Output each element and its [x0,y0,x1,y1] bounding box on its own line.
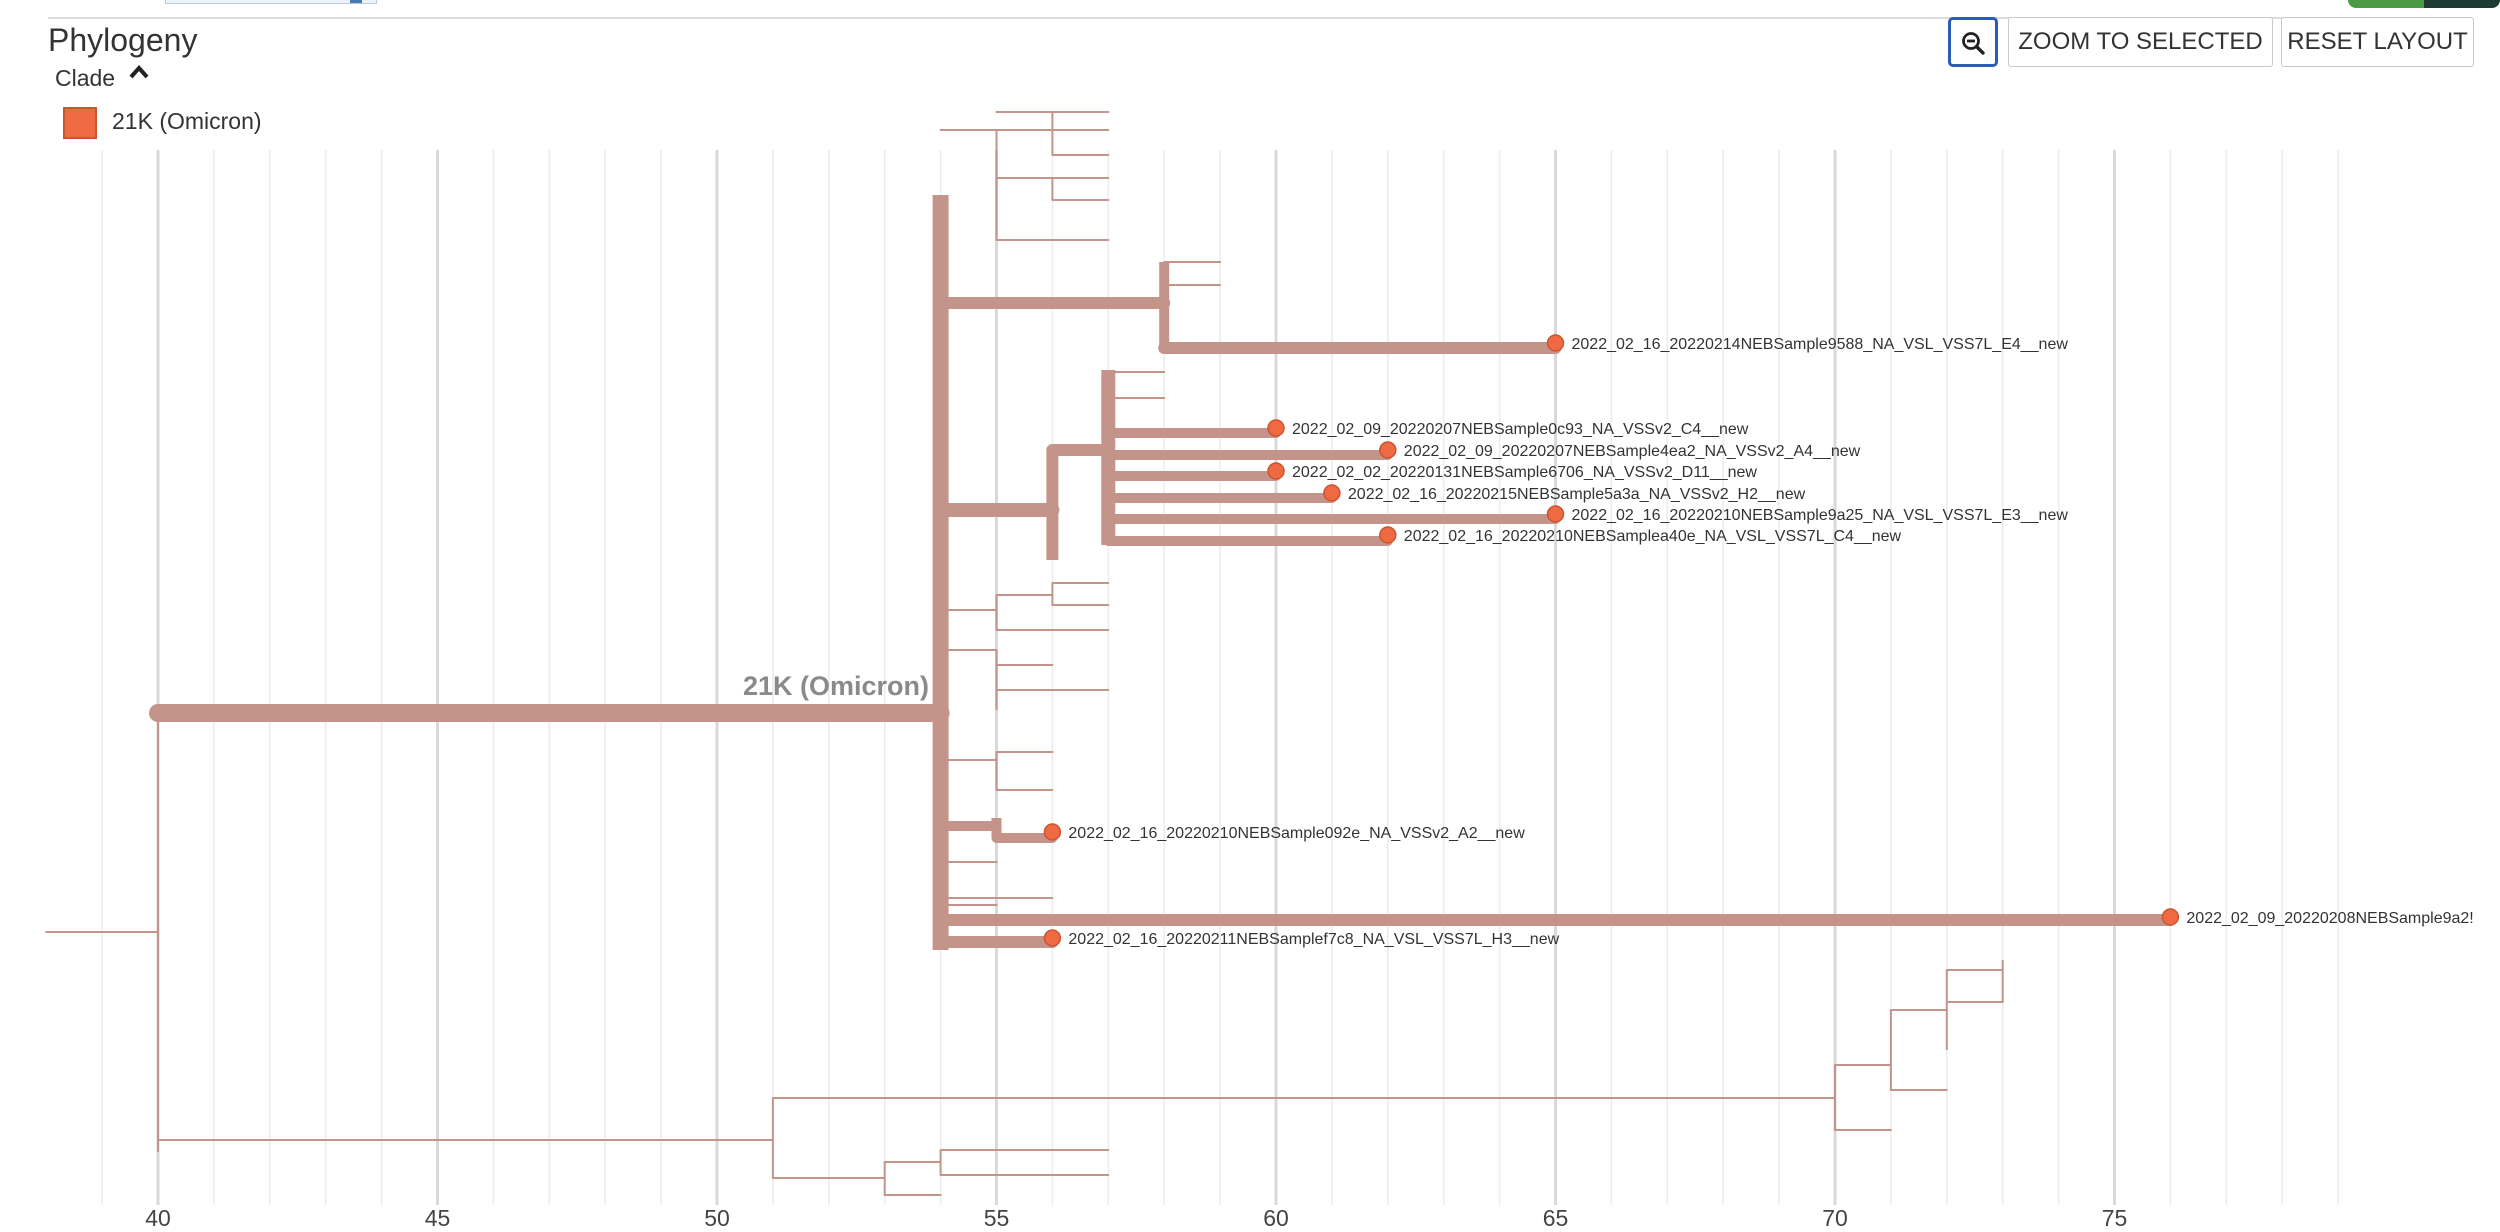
zoom-to-selected-button[interactable]: ZOOM TO SELECTED [2008,17,2273,67]
panel-title: Phylogeny [48,22,198,58]
tip-node[interactable] [1323,484,1341,502]
reset-layout-button[interactable]: RESET LAYOUT [2281,17,2474,67]
axis-tick-label: 40 [145,1205,171,1231]
zoom-out-icon [1962,31,1985,55]
legend-item-label: 21K (Omicron) [112,108,262,134]
divider [48,17,2468,19]
color-by-label[interactable]: Clade [55,65,116,91]
axis-tick-label: 70 [1822,1205,1848,1231]
axis-tick-label: 55 [984,1205,1010,1231]
tip-node[interactable] [2161,908,2180,926]
tip-node[interactable] [1379,526,1397,544]
tip-label[interactable]: 2022_02_16_20220214NEBSample9588_NA_VSL_… [1572,336,2069,353]
tip-node[interactable] [1546,505,1565,523]
search-bar-edge[interactable] [165,0,377,4]
axis-tick-label: 75 [2102,1205,2128,1231]
time-grid [101,150,2339,1205]
tree-tips[interactable]: 2022_02_16_20220214NEBSample9588_NA_VSL_… [1043,334,2474,948]
top-strip [0,0,2500,19]
search-bar-accent [350,0,362,3]
tip-label[interactable]: 2022_02_09_20220208NEBSample9a2! [2186,910,2473,927]
axis-tick-label: 60 [1263,1205,1289,1231]
axis-tick-label: 65 [1543,1205,1569,1231]
tip-label[interactable]: 2022_02_16_20220211NEBSamplef7c8_NA_VSL_… [1068,931,1559,948]
clade-label: 21K (Omicron) [743,671,929,701]
tip-node[interactable] [1379,441,1397,459]
axis-tick-label: 45 [425,1205,451,1231]
tree-branches [45,111,2177,1196]
zoom-out-button[interactable] [1948,17,1998,67]
tip-node[interactable] [1546,334,1565,352]
tip-label[interactable]: 2022_02_09_20220207NEBSample0c93_NA_VSSv… [1292,421,1749,438]
tip-label[interactable]: 2022_02_16_20220210NEBSample092e_NA_VSSv… [1068,825,1525,842]
tip-label[interactable]: 2022_02_09_20220207NEBSample4ea2_NA_VSSv… [1404,443,1861,460]
tip-label[interactable]: 2022_02_16_20220210NEBSample9a25_NA_VSL_… [1572,507,2069,524]
axis-tick-label: 50 [704,1205,730,1231]
tip-node[interactable] [1267,419,1285,437]
legend-swatch [63,107,97,139]
toggle-edge[interactable] [2348,0,2500,8]
tip-node[interactable] [1043,929,1062,947]
x-axis: 40 45 50 55 60 65 70 75 [145,1205,2127,1231]
tip-node[interactable] [1043,823,1062,841]
tip-label[interactable]: 2022_02_16_20220215NEBSample5a3a_NA_VSSv… [1348,486,1806,503]
tip-label[interactable]: 2022_02_02_20220131NEBSample6706_NA_VSSv… [1292,464,1757,481]
tip-label[interactable]: 2022_02_16_20220210NEBSamplea40e_NA_VSL_… [1404,528,1902,545]
tip-node[interactable] [1267,462,1285,480]
chevron-up-icon[interactable] [128,62,150,88]
